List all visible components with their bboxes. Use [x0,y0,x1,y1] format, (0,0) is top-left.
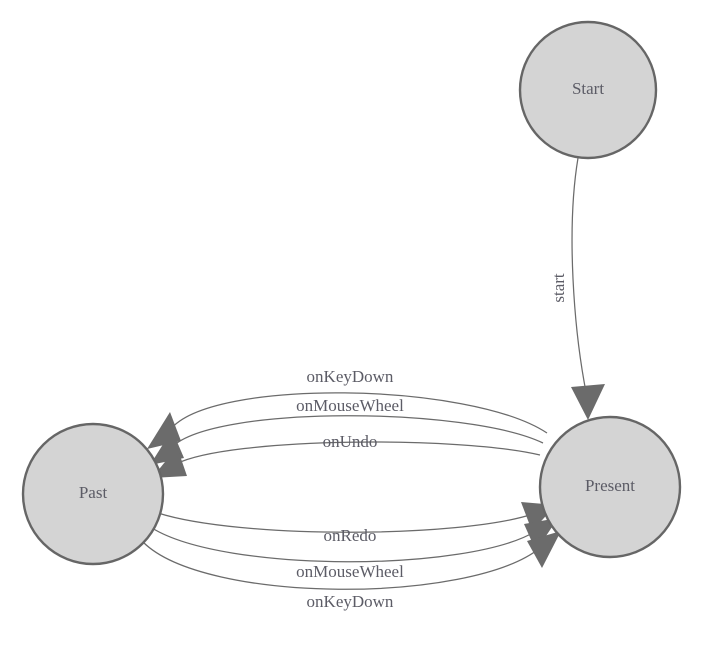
node-past-label: Past [79,483,108,502]
node-start-label: Start [572,79,604,98]
edge-keydown-redo-path [142,541,541,590]
edge-undo-label: onUndo [323,432,378,451]
edge-keydown-redo[interactable]: onKeyDown [142,531,561,611]
edge-keydown-redo-arrowhead [527,531,561,568]
node-start-circle [518,20,658,160]
node-present-label: Present [585,476,635,495]
node-present-circle [538,415,682,559]
edge-undo-arrowhead [152,447,187,478]
node-past-circle [21,422,165,566]
node-past[interactable]: Past [21,422,165,566]
edge-keydown-undo-label: onKeyDown [307,367,394,386]
edge-start-label: start [549,273,568,303]
edge-undo-path [175,441,541,465]
node-present[interactable]: Present [538,415,682,559]
edge-start[interactable]: start [549,157,605,420]
edge-mousewheel-redo-label: onMouseWheel [296,562,404,581]
edge-keydown-redo-label: onKeyDown [307,592,394,611]
edge-redo[interactable]: onRedo [157,502,556,545]
edge-mousewheel-undo[interactable]: onMouseWheel [150,396,544,465]
edge-start-arrowhead [571,384,605,420]
node-start[interactable]: Start [518,20,658,160]
edge-undo[interactable]: onUndo [152,432,541,478]
edge-redo-path [157,512,534,533]
edge-mousewheel-undo-label: onMouseWheel [296,396,404,415]
edge-redo-label: onRedo [324,526,377,545]
edge-mousewheel-undo-path [171,415,544,448]
edge-mousewheel-redo-path [151,527,537,563]
edge-start-path [571,157,587,393]
edge-keydown-undo-path [169,392,548,434]
